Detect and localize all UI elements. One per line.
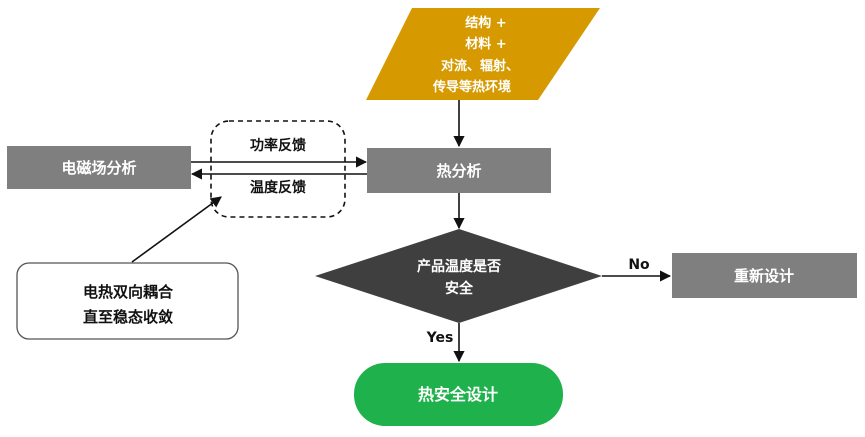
redesign-label: 重新设计 — [734, 267, 794, 285]
coupling-note-line-2: 直至稳态收敛 — [83, 308, 173, 326]
inputs-line-3: 对流、辐射、 — [441, 58, 519, 74]
inputs-line-2: 材料 + — [465, 36, 506, 52]
decision-line-2: 安全 — [445, 280, 474, 297]
em-analysis-box — [7, 146, 191, 189]
coupling-note-line-1: 电热双向耦合 — [83, 283, 174, 301]
safe-design-pill — [354, 363, 563, 426]
feedback-dashed-box — [210, 120, 346, 218]
coupling-note-box — [16, 262, 239, 340]
arrow-note-to-feedback — [131, 196, 222, 263]
inputs-shape — [366, 8, 600, 100]
em-analysis-label: 电磁场分析 — [61, 159, 136, 177]
power-feedback-label: 功率反馈 — [250, 137, 306, 154]
coupling-note-node: 电热双向耦合 直至稳态收敛 — [16, 262, 239, 340]
no-label: No — [628, 257, 650, 273]
temperature-feedback-label: 温度反馈 — [250, 179, 306, 196]
redesign-box — [672, 253, 857, 298]
yes-label: Yes — [426, 330, 454, 346]
thermal-analysis-box — [367, 148, 551, 193]
safe-design-node: 热安全设计 — [354, 363, 563, 426]
redesign-node: 重新设计 — [672, 253, 857, 298]
feedback-group: 功率反馈 温度反馈 — [210, 120, 346, 218]
thermal-analysis-node: 热分析 — [367, 148, 551, 193]
inputs-line-1: 结构 + — [465, 15, 506, 31]
decision-node: 产品温度是否 安全 — [315, 229, 602, 323]
thermal-analysis-label: 热分析 — [436, 162, 481, 180]
safe-design-label: 热安全设计 — [418, 385, 498, 404]
inputs-node: 结构 + 材料 + 对流、辐射、 传导等热环境 — [366, 8, 600, 100]
inputs-line-4: 传导等热环境 — [432, 79, 511, 95]
decision-line-1: 产品温度是否 — [417, 258, 501, 275]
em-analysis-node: 电磁场分析 — [7, 146, 191, 189]
decision-diamond — [315, 229, 602, 323]
